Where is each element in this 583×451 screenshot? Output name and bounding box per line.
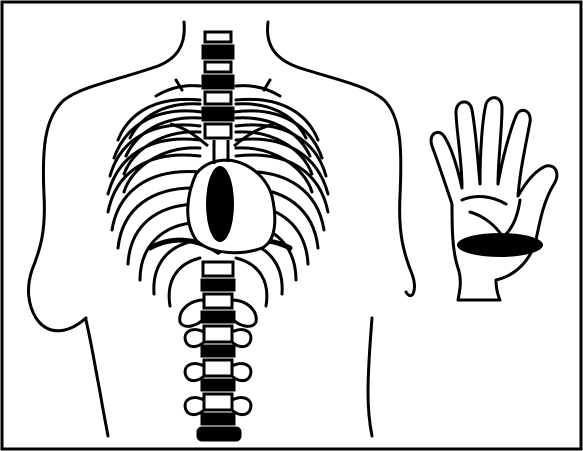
- palm-mark-icon: [457, 233, 543, 257]
